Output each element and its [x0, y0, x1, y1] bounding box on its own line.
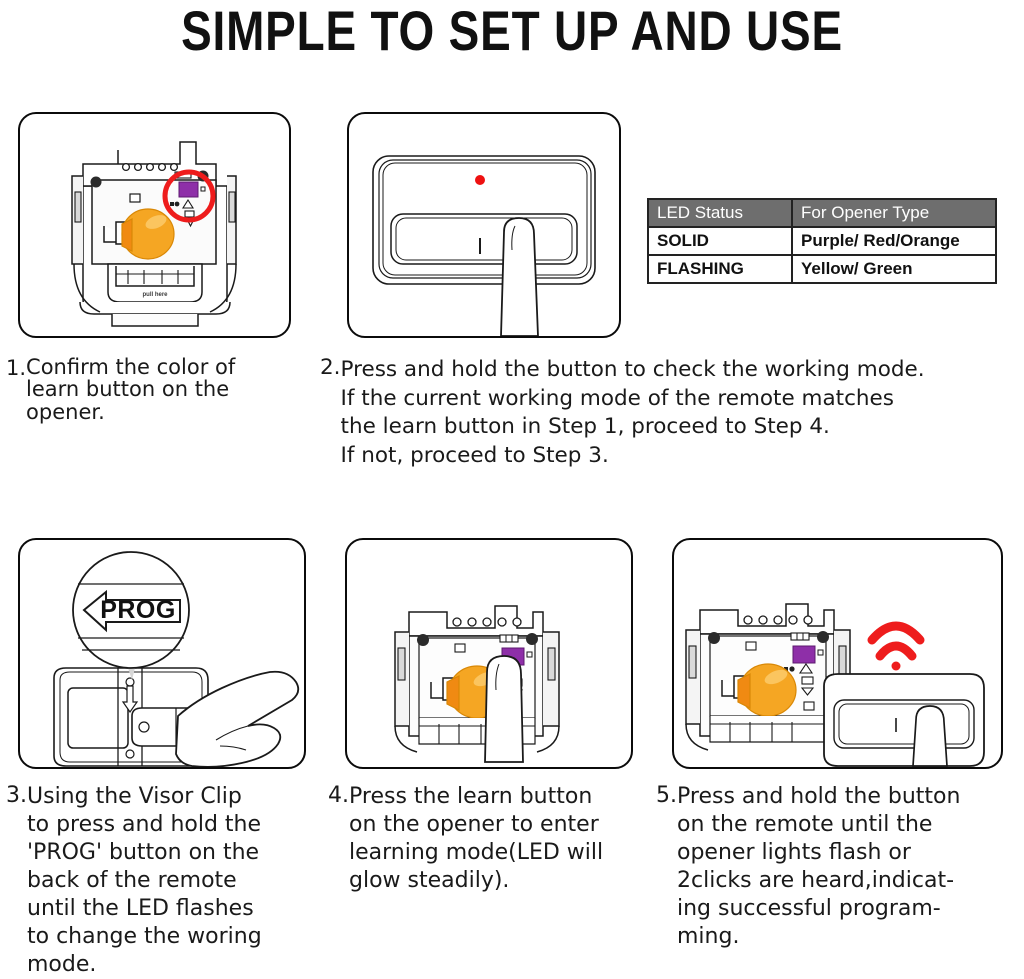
learn-button-highlight-circle	[162, 169, 216, 223]
caption-line: opener.	[26, 399, 105, 424]
cell-type-solid: Purple/ Red/Orange	[791, 226, 997, 256]
caption-line: the learn button in Step 1, proceed to S…	[340, 414, 830, 440]
caption-line: ing successful program-	[677, 895, 941, 921]
caption-line: glow steadily).	[349, 867, 510, 893]
step-number-2: 2.	[320, 355, 341, 380]
illustration-panel-step-4	[345, 538, 633, 769]
illustration-panel-step-2	[347, 112, 621, 338]
caption-line: Press and hold the button	[677, 784, 961, 809]
caption-step-1: 1. Confirm the color of learn button on …	[6, 356, 306, 423]
illustration-panel-step-3: PROG	[18, 538, 306, 769]
opener-learn-button-illustration: pull here	[71, 141, 237, 327]
page-title: SIMPLE TO SET UP AND USE	[181, 0, 843, 62]
caption-step-2: 2. Press and hold the button to check th…	[320, 355, 1020, 470]
table-row: SOLID Purple/ Red/Orange	[647, 226, 997, 256]
caption-step-4: 4. Press the learn button on the opener …	[328, 783, 648, 895]
header-opener-type: For Opener Type	[791, 198, 997, 228]
table-header-row: LED Status For Opener Type	[647, 198, 997, 228]
status-led-icon	[475, 175, 485, 185]
illustration-panel-step-1: pull here	[18, 112, 291, 338]
caption-line: Using the Visor Clip	[27, 784, 242, 809]
caption-line: If the current working mode of the remot…	[340, 385, 894, 411]
caption-line: learn button on the	[26, 377, 230, 402]
caption-line: learning mode(LED will	[349, 839, 604, 865]
caption-line: Confirm the color of	[26, 355, 236, 379]
led-status-table: LED Status For Opener Type SOLID Purple/…	[647, 198, 997, 284]
cell-status-flashing: FLASHING	[647, 254, 793, 284]
caption-line: Press and hold the button to check the w…	[340, 357, 925, 382]
remote-press-button-illustration	[372, 155, 596, 336]
step-number-1: 1.	[6, 356, 27, 380]
caption-line: on the opener to enter	[349, 811, 599, 837]
pull-here-label: pull here	[142, 292, 168, 298]
caption-step-5: 5. Press and hold the button on the remo…	[656, 783, 1016, 951]
caption-step-3: 3. Using the Visor Clip to press and hol…	[6, 783, 316, 979]
step-number-4: 4.	[328, 783, 349, 808]
caption-line: ming.	[677, 923, 740, 949]
caption-line: to change the woring	[27, 923, 262, 949]
caption-line: 'PROG' button on the	[27, 839, 260, 865]
caption-line: Press the learn button	[349, 784, 593, 809]
caption-line: mode.	[27, 951, 97, 977]
caption-line: 2clicks are heard,indicat-	[677, 867, 955, 893]
cell-type-flashing: Yellow/ Green	[791, 254, 997, 284]
caption-line: If not, proceed to Step 3.	[340, 442, 609, 468]
finger-pressing-learn-button-illustration	[394, 605, 560, 763]
caption-line: on the remote until the	[677, 811, 933, 837]
table-row: FLASHING Yellow/ Green	[647, 254, 997, 284]
cell-status-solid: SOLID	[647, 226, 793, 256]
header-led-status: LED Status	[647, 198, 793, 228]
caption-line: opener lights flash or	[677, 839, 911, 865]
caption-line: until the LED flashes	[27, 895, 254, 921]
visor-clip-prog-button-illustration: PROG	[53, 551, 300, 767]
wireless-signal-icon	[867, 621, 925, 671]
caption-line: to press and hold the	[27, 811, 262, 837]
step-number-3: 3.	[6, 783, 27, 808]
illustration-panel-step-5	[672, 538, 1003, 769]
caption-line: back of the remote	[27, 867, 237, 893]
step-number-5: 5.	[656, 783, 677, 808]
remote-transmitting-to-opener-illustration	[685, 603, 985, 767]
prog-label: PROG	[100, 596, 176, 624]
